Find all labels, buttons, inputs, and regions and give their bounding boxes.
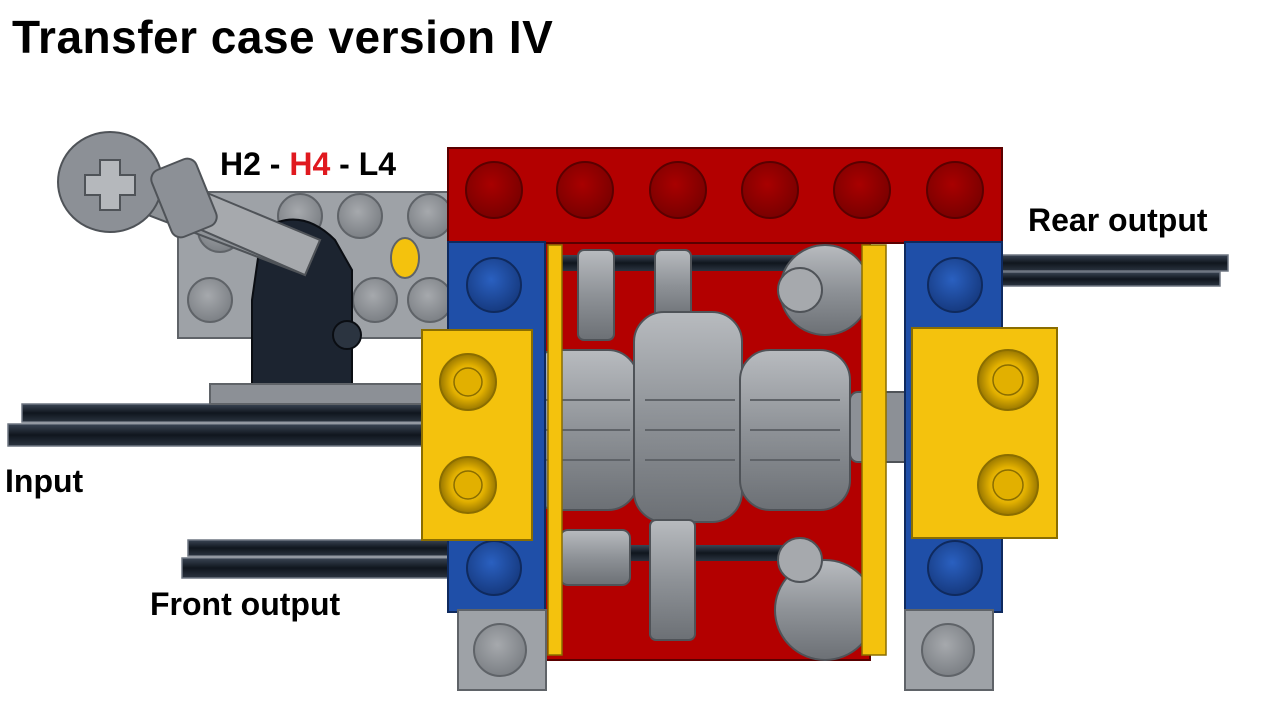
shift-lever xyxy=(57,131,454,401)
rear-output-axle xyxy=(999,254,1229,287)
mode-separator: - xyxy=(260,146,290,182)
front-output-axle xyxy=(181,539,469,579)
red-brick xyxy=(447,147,1003,244)
mode-selector-label: H2 - H4 - L4 xyxy=(220,146,396,183)
page-title: Transfer case version IV xyxy=(12,11,554,63)
mode-h2: H2 xyxy=(220,146,261,182)
mode-separator: - xyxy=(330,146,359,182)
rear-output-label: Rear output xyxy=(1028,202,1208,238)
input-label: Input xyxy=(5,463,84,499)
mode-l4: L4 xyxy=(358,146,397,182)
mode-h4-active: H4 xyxy=(289,146,331,182)
gray-feet xyxy=(457,609,994,691)
yellow-bricks xyxy=(421,327,1058,541)
front-output-label: Front output xyxy=(150,586,341,622)
input-axle xyxy=(7,383,443,447)
